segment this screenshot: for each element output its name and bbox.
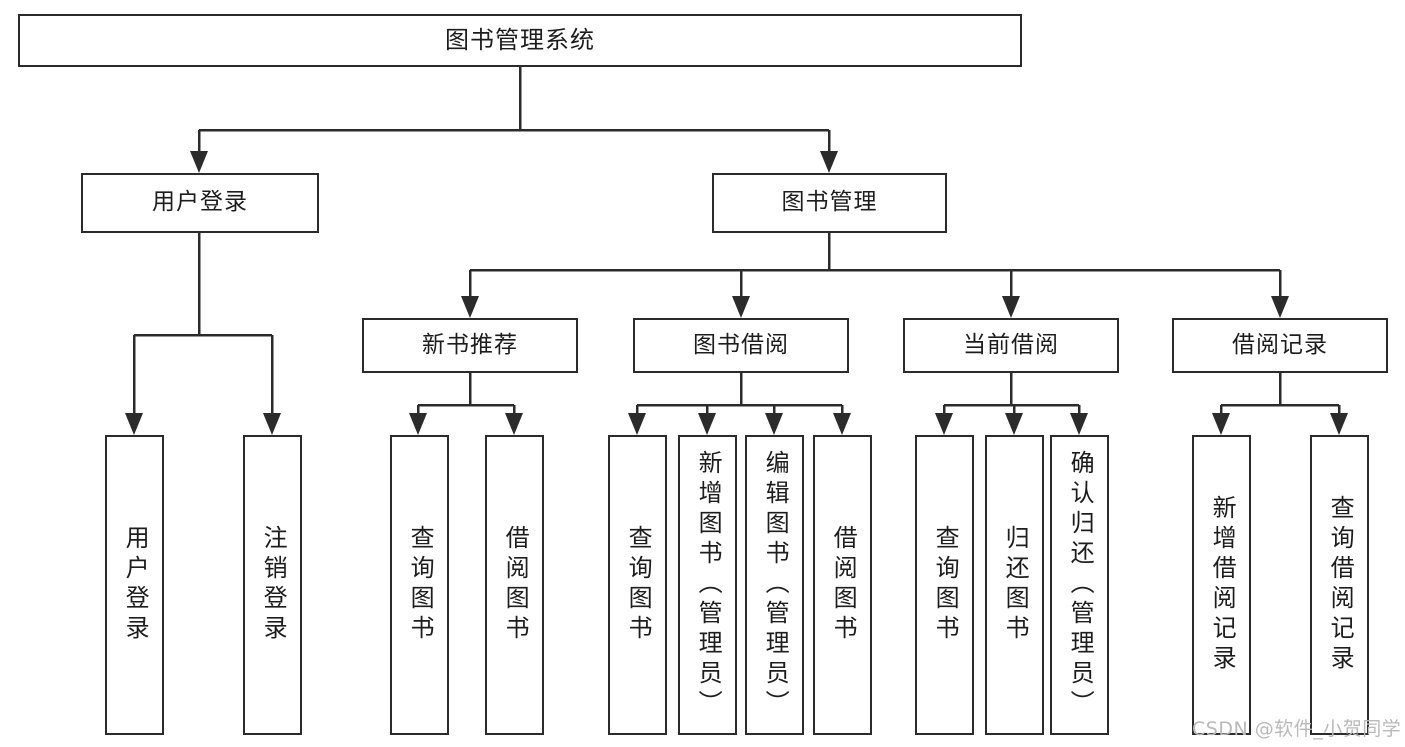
- leaf-node-4[interactable]: 查询图书: [608, 435, 667, 735]
- level3-node-2[interactable]: 当前借阅: [903, 318, 1119, 373]
- node-label: 新增图书（管理员）: [694, 450, 723, 720]
- node-label: 查询图书: [624, 525, 653, 645]
- node-label: 新书推荐: [422, 331, 518, 358]
- leaf-node-11[interactable]: 新增借阅记录: [1192, 435, 1251, 735]
- node-label: 新增借阅记录: [1208, 495, 1237, 675]
- node-label: 借阅图书: [829, 525, 858, 645]
- leaf-node-7[interactable]: 借阅图书: [813, 435, 872, 735]
- node-label: 图书借阅: [693, 331, 789, 358]
- node-label: 确认归还（管理员）: [1066, 450, 1095, 720]
- level2-node-0[interactable]: 用户登录: [81, 173, 319, 233]
- node-label: 编辑图书（管理员）: [761, 450, 790, 720]
- node-label: 查询借阅记录: [1326, 495, 1355, 675]
- leaf-node-3[interactable]: 借阅图书: [485, 435, 544, 735]
- node-label: 借阅记录: [1232, 331, 1328, 358]
- node-label: 当前借阅: [963, 331, 1059, 358]
- node-label: 查询图书: [931, 525, 960, 645]
- leaf-node-1[interactable]: 注销登录: [243, 435, 302, 735]
- leaf-node-0[interactable]: 用户登录: [105, 435, 164, 735]
- node-label: 归还图书: [1001, 525, 1030, 645]
- node-label: 用户登录: [152, 189, 248, 216]
- leaf-node-9[interactable]: 归还图书: [985, 435, 1044, 735]
- leaf-node-6[interactable]: 编辑图书（管理员）: [745, 435, 804, 735]
- watermark: CSDN @软件_小贺同学: [1192, 718, 1402, 740]
- level2-node-1[interactable]: 图书管理: [712, 173, 947, 233]
- node-label: 借阅图书: [501, 525, 530, 645]
- leaf-node-2[interactable]: 查询图书: [390, 435, 449, 735]
- leaf-node-5[interactable]: 新增图书（管理员）: [678, 435, 737, 735]
- node-label: 查询图书: [406, 525, 435, 645]
- root-node[interactable]: 图书管理系统: [18, 14, 1022, 67]
- node-label: 图书管理系统: [445, 26, 595, 55]
- leaf-node-8[interactable]: 查询图书: [915, 435, 974, 735]
- node-label: 图书管理: [781, 189, 878, 216]
- level3-node-3[interactable]: 借阅记录: [1172, 318, 1388, 373]
- node-label: 注销登录: [259, 525, 288, 645]
- leaf-node-10[interactable]: 确认归还（管理员）: [1050, 435, 1109, 735]
- leaf-node-12[interactable]: 查询借阅记录: [1310, 435, 1369, 735]
- level3-node-1[interactable]: 图书借阅: [633, 318, 849, 373]
- level3-node-0[interactable]: 新书推荐: [362, 318, 578, 373]
- node-label: 用户登录: [121, 525, 150, 645]
